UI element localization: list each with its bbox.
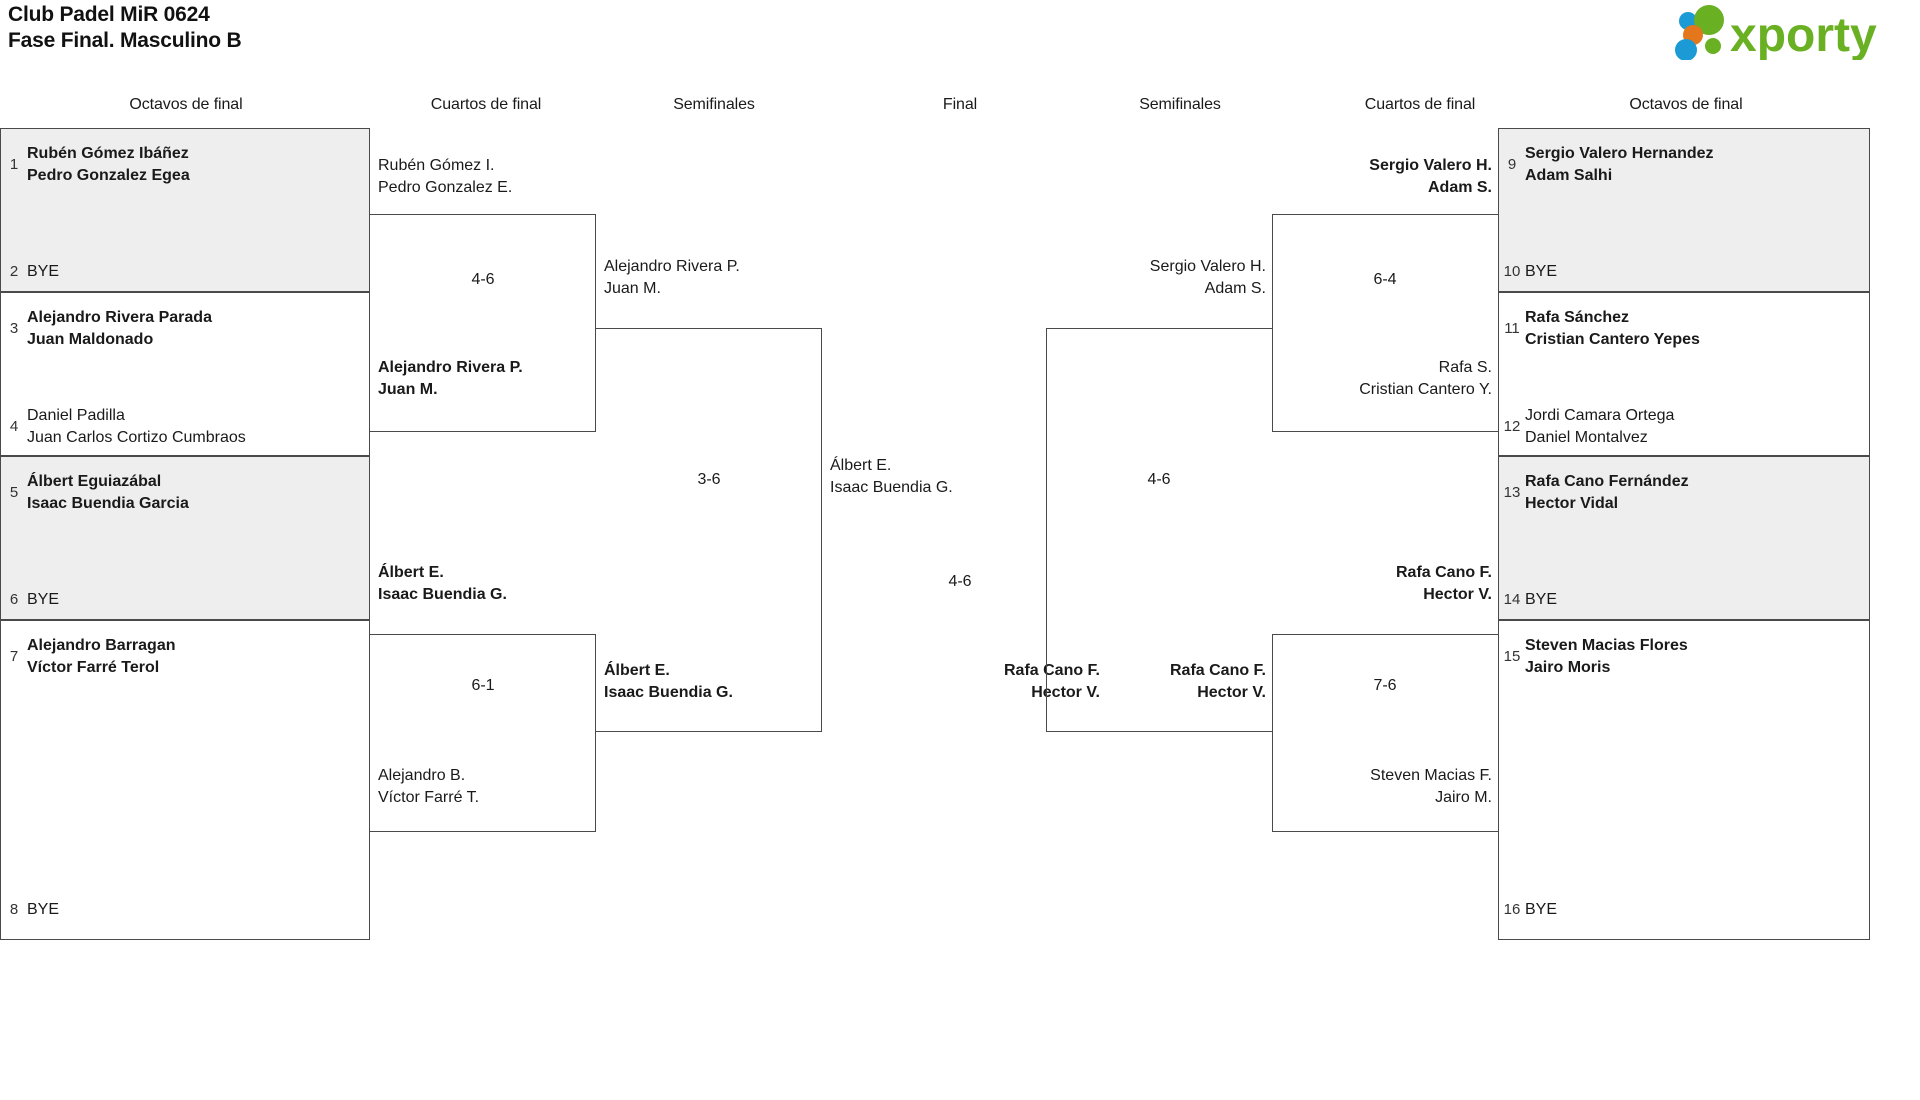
seed-entry-11[interactable]: 11 Rafa Sánchez Cristian Cantero Yepes bbox=[1499, 307, 1869, 351]
cuartos-team-left-4[interactable]: Alejandro B. Víctor Farré T. bbox=[378, 767, 480, 806]
seed-entry-6[interactable]: 6 BYE bbox=[1, 589, 369, 611]
semis-team-left-2[interactable]: Álbert E. Isaac Buendia G. bbox=[604, 662, 733, 701]
seed-cell-15-16[interactable]: 15 Steven Macias Flores Jairo Moris 16 B… bbox=[1498, 620, 1870, 940]
team-names: Jordi Camara Ortega Daniel Montalvez bbox=[1525, 407, 1675, 446]
seed-number: 14 bbox=[1503, 591, 1521, 608]
bye-label: BYE bbox=[27, 901, 60, 918]
seed-number: 2 bbox=[9, 263, 19, 280]
final-team-bottom[interactable]: Rafa Cano F. Hector V. bbox=[1003, 662, 1100, 701]
seed-entry-7[interactable]: 7 Alejandro Barragan Víctor Farré Terol bbox=[1, 635, 369, 679]
round-header-right-semis: Semifinales bbox=[1139, 96, 1221, 113]
score-right-cuartos-1: 6-4 bbox=[1373, 271, 1397, 288]
connector-right-cuartos-1 bbox=[1272, 214, 1498, 432]
bye-label: BYE bbox=[1525, 591, 1558, 608]
seed-number: 3 bbox=[9, 320, 19, 337]
connector-left-cuartos-2 bbox=[370, 634, 596, 832]
team-names: Alejandro Barragan Víctor Farré Terol bbox=[27, 637, 176, 676]
seed-entry-9[interactable]: 9 Sergio Valero Hernandez Adam Salhi bbox=[1499, 143, 1869, 187]
round-header-left-cuartos: Cuartos de final bbox=[430, 96, 542, 113]
seed-cell-5-6[interactable]: 5 Álbert Eguiazábal Isaac Buendia Garcia… bbox=[0, 456, 370, 620]
score-left-semis: 3-6 bbox=[697, 471, 721, 488]
seed-cell-13-14[interactable]: 13 Rafa Cano Fernández Hector Vidal 14 B… bbox=[1498, 456, 1870, 620]
connector-left-cuartos-1 bbox=[370, 214, 596, 432]
seed-entry-5[interactable]: 5 Álbert Eguiazábal Isaac Buendia Garcia bbox=[1, 471, 369, 515]
cuartos-team-left-3[interactable]: Álbert E. Isaac Buendia G. bbox=[378, 564, 507, 603]
cuartos-team-left-1[interactable]: Rubén Gómez I. Pedro Gonzalez E. bbox=[378, 157, 513, 196]
round-header-right-cuartos: Cuartos de final bbox=[1364, 96, 1476, 113]
seed-entry-4[interactable]: 4 Daniel Padilla Juan Carlos Cortizo Cum… bbox=[1, 405, 369, 449]
score-left-cuartos-1: 4-6 bbox=[471, 271, 495, 288]
cuartos-team-right-2[interactable]: Rafa S. Cristian Cantero Y. bbox=[1359, 359, 1492, 398]
seed-entry-16[interactable]: 16 BYE bbox=[1499, 899, 1869, 921]
connector-left-semis bbox=[596, 328, 822, 732]
seed-entry-15[interactable]: 15 Steven Macias Flores Jairo Moris bbox=[1499, 635, 1869, 679]
team-names: Álbert Eguiazábal Isaac Buendia Garcia bbox=[27, 473, 189, 512]
seed-number: 15 bbox=[1503, 648, 1521, 665]
team-names: Daniel Padilla Juan Carlos Cortizo Cumbr… bbox=[27, 407, 246, 446]
seed-cell-11-12[interactable]: 11 Rafa Sánchez Cristian Cantero Yepes 6… bbox=[1498, 292, 1870, 729]
score-final: 4-6 bbox=[948, 573, 972, 590]
seed-number: 7 bbox=[9, 648, 19, 665]
semis-team-left-1[interactable]: Alejandro Rivera P. Juan M. bbox=[604, 258, 740, 297]
semis-team-right-1[interactable]: Sergio Valero H. Adam S. bbox=[1149, 258, 1266, 297]
seed-entry-14[interactable]: 14 BYE bbox=[1499, 589, 1869, 611]
seed-cell-9-10[interactable]: 9 Sergio Valero Hernandez Adam Salhi 10 … bbox=[1498, 128, 1870, 292]
seed-cell-1-2[interactable]: 1 Rubén Gómez Ibáñez Pedro Gonzalez Egea… bbox=[0, 128, 370, 292]
round-header-final: Final bbox=[942, 96, 978, 113]
seed-number: 4 bbox=[9, 418, 19, 435]
bye-label: BYE bbox=[1525, 263, 1558, 280]
team-names: Alejandro Rivera Parada Juan Maldonado bbox=[27, 309, 212, 348]
round-header-right-octavos: Octavos de final bbox=[1629, 96, 1743, 113]
team-names: Rafa Cano Fernández Hector Vidal bbox=[1525, 473, 1689, 512]
seed-entry-10[interactable]: 10 BYE bbox=[1499, 261, 1869, 283]
score-right-cuartos-2: 7-6 bbox=[1373, 677, 1397, 694]
svg-text:xporty: xporty bbox=[1730, 9, 1877, 60]
score-left-cuartos-2: 6-1 bbox=[471, 677, 495, 694]
seed-entry-8[interactable]: 8 BYE bbox=[1, 899, 369, 921]
seed-number: 13 bbox=[1503, 484, 1521, 501]
score-right-semis: 4-6 bbox=[1147, 471, 1171, 488]
seed-number: 12 bbox=[1503, 418, 1521, 435]
semis-team-right-2[interactable]: Rafa Cano F. Hector V. bbox=[1169, 662, 1266, 701]
seed-cell-7-8[interactable]: 7 Alejandro Barragan Víctor Farré Terol … bbox=[0, 620, 370, 940]
connector-right-cuartos-2 bbox=[1272, 634, 1498, 832]
team-names: Sergio Valero Hernandez Adam Salhi bbox=[1525, 145, 1714, 184]
cuartos-team-right-1[interactable]: Sergio Valero H. Adam S. bbox=[1369, 157, 1492, 196]
round-header-left-octavos: Octavos de final bbox=[129, 96, 243, 113]
team-names: Steven Macias Flores Jairo Moris bbox=[1525, 637, 1688, 676]
seed-number: 16 bbox=[1503, 901, 1521, 918]
tournament-name: Club Padel MiR 0624 bbox=[8, 3, 210, 26]
seed-number: 8 bbox=[9, 901, 19, 918]
cuartos-team-left-2[interactable]: Alejandro Rivera P. Juan M. bbox=[378, 359, 523, 398]
seed-cell-3-4[interactable]: 3 Alejandro Rivera Parada Juan Maldonado… bbox=[0, 292, 370, 729]
page-title: Club Padel MiR 0624 Fase Final. Masculin… bbox=[8, 2, 242, 54]
final-team-top[interactable]: Álbert E. Isaac Buendia G. bbox=[830, 457, 953, 496]
team-names: Rafa Sánchez Cristian Cantero Yepes bbox=[1525, 309, 1700, 348]
team-names: Rubén Gómez Ibáñez Pedro Gonzalez Egea bbox=[27, 145, 190, 184]
bye-label: BYE bbox=[27, 263, 60, 280]
seed-entry-2[interactable]: 2 BYE bbox=[1, 261, 369, 283]
seed-number: 11 bbox=[1504, 320, 1520, 337]
phase-name: Fase Final. Masculino B bbox=[8, 29, 242, 52]
seed-entry-12[interactable]: 12 Jordi Camara Ortega Daniel Montalvez bbox=[1499, 405, 1869, 449]
xporty-logo: xporty bbox=[1666, 4, 1906, 60]
seed-number: 9 bbox=[1507, 156, 1517, 173]
seed-entry-3[interactable]: 3 Alejandro Rivera Parada Juan Maldonado bbox=[1, 307, 369, 351]
seed-entry-1[interactable]: 1 Rubén Gómez Ibáñez Pedro Gonzalez Egea bbox=[1, 143, 369, 187]
seed-number: 6 bbox=[9, 591, 19, 608]
seed-entry-13[interactable]: 13 Rafa Cano Fernández Hector Vidal bbox=[1499, 471, 1869, 515]
cuartos-team-right-4[interactable]: Steven Macias F. Jairo M. bbox=[1370, 767, 1492, 806]
round-header-left-semis: Semifinales bbox=[673, 96, 755, 113]
seed-number: 5 bbox=[9, 484, 19, 501]
connector-right-semis bbox=[1046, 328, 1272, 732]
bye-label: BYE bbox=[27, 591, 60, 608]
seed-number: 1 bbox=[9, 156, 19, 173]
seed-number: 10 bbox=[1503, 263, 1521, 280]
bye-label: BYE bbox=[1525, 901, 1558, 918]
cuartos-team-right-3[interactable]: Rafa Cano F. Hector V. bbox=[1395, 564, 1492, 603]
